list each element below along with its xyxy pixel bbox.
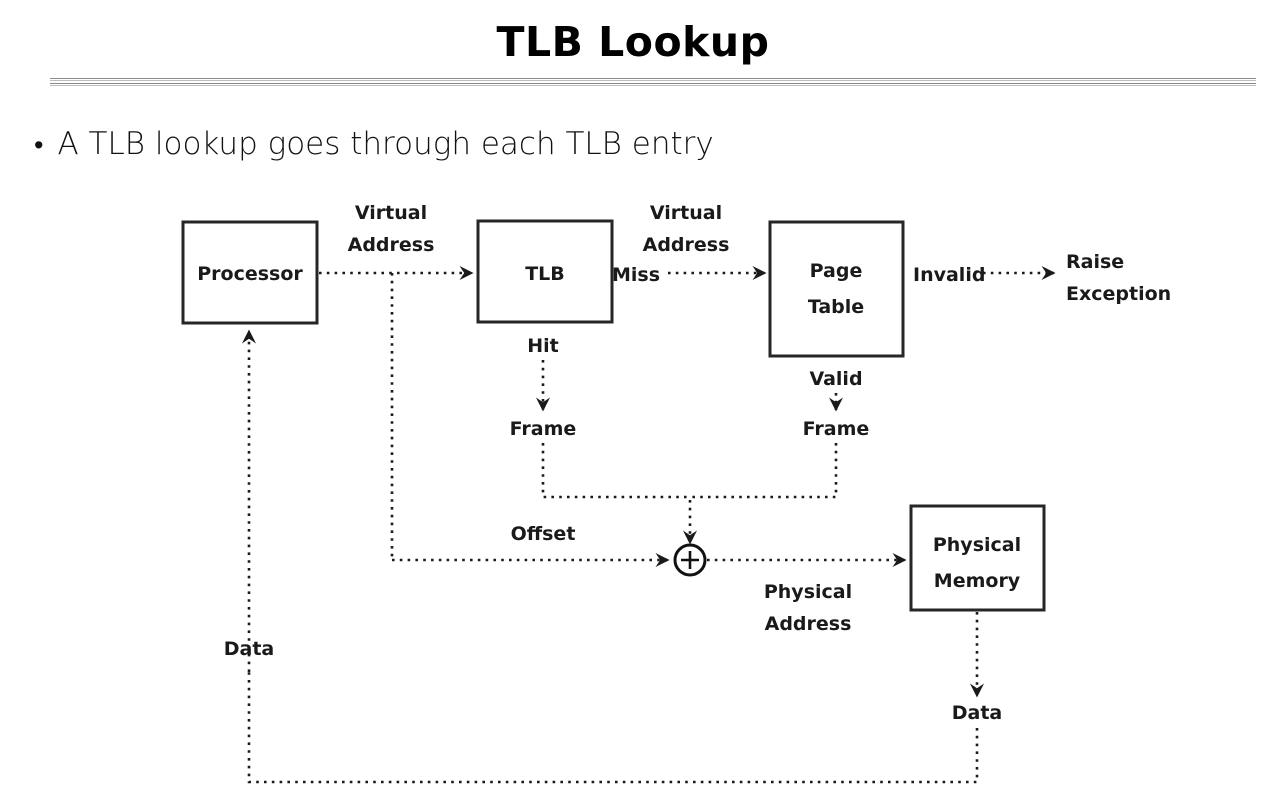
node-page-table-label-line2: Table — [808, 296, 864, 318]
node-physical-memory-box[interactable] — [909, 504, 1046, 612]
node-physical-memory-label-line2: Memory — [934, 570, 1021, 592]
label-frame-tlb: Frame — [510, 418, 577, 440]
label-invalid: Invalid — [913, 264, 985, 286]
label-physical-address-line2: Address — [765, 613, 852, 635]
label-data-to-processor: Data — [224, 638, 275, 660]
diagram-edges — [241, 265, 1056, 698]
label-offset: Offset — [511, 523, 576, 545]
diagram-edge-segments — [247, 273, 979, 784]
label-virtual-address-1-line1: Virtual — [355, 202, 427, 224]
title-divider — [50, 78, 1256, 86]
node-page-table-label-line1: Page — [810, 260, 863, 282]
label-raise-exception-line1: Raise — [1066, 251, 1124, 273]
node-tlb-box[interactable] — [476, 219, 614, 324]
label-data-memory-out: Data — [952, 702, 1003, 724]
label-virtual-address-miss-line1: Virtual — [650, 202, 722, 224]
plus-icon — [681, 551, 699, 569]
node-tlb-label: TLB — [525, 263, 565, 285]
edge-data-return-bus — [247, 672, 979, 784]
label-virtual-address-1-line2: Address — [348, 234, 435, 256]
page-title: TLB Lookup — [496, 18, 770, 66]
diagram-nodes — [181, 219, 1046, 612]
node-adder[interactable] — [673, 543, 707, 577]
label-virtual-address-miss-line3: Miss — [612, 264, 660, 286]
bullet-marker-icon: • — [34, 130, 44, 160]
bullet-list-item: • A TLB lookup goes through each TLB ent… — [34, 128, 714, 161]
label-frame-page-table: Frame — [803, 418, 870, 440]
label-valid: Valid — [809, 368, 862, 390]
edge-tlb-frame-bus — [541, 443, 690, 499]
label-physical-address-line1: Physical — [764, 581, 852, 603]
node-processor-label: Processor — [197, 263, 303, 285]
bullet-item-label: A TLB lookup goes through each TLB entry — [57, 126, 714, 162]
edge-page-table-frame-bus — [690, 443, 838, 499]
node-processor-box[interactable] — [181, 220, 319, 325]
node-page-table-box[interactable] — [768, 220, 905, 358]
node-physical-memory-label-line1: Physical — [933, 534, 1021, 556]
label-virtual-address-miss-line2: Address — [643, 234, 730, 256]
label-hit: Hit — [527, 335, 559, 357]
label-raise-exception-line2: Exception — [1066, 283, 1171, 305]
